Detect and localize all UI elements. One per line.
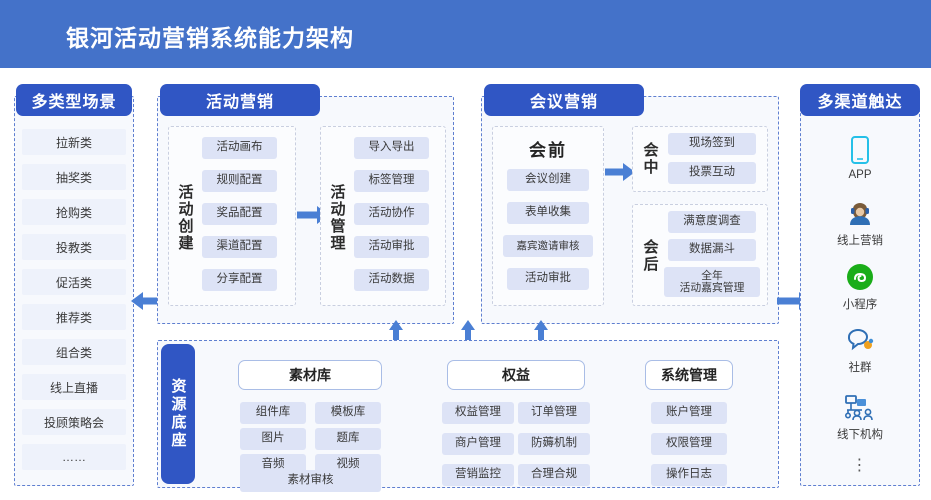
campaign-manage-label: 活动管理: [328, 184, 346, 252]
conference-during-item[interactable]: 现场签到: [668, 133, 756, 155]
channel-label: 小程序: [842, 299, 878, 311]
channel-label: 线下机构: [837, 429, 883, 441]
scenario-item[interactable]: 促活类: [22, 269, 126, 295]
channel-label: 线上营销: [837, 235, 883, 247]
arrow-up-to-conference: [533, 320, 549, 346]
mobile-phone-icon: [806, 135, 914, 165]
scenario-item[interactable]: 线上直播: [22, 374, 126, 400]
scenario-item[interactable]: 拉新类: [22, 129, 126, 155]
channel-item-mini-program[interactable]: 小程序: [806, 262, 914, 312]
page-title: 银河活动营销系统能力架构: [66, 25, 354, 51]
foundation-group-title-material[interactable]: 素材库: [238, 360, 382, 390]
channel-item-more[interactable]: ⋮: [806, 455, 914, 475]
channels-panel: [800, 96, 920, 486]
offline-network-icon: [806, 392, 914, 422]
conference-after-label: 会后: [641, 239, 659, 273]
foundation-item[interactable]: 防薅机制: [518, 433, 590, 455]
conference-before-item[interactable]: 会议创建: [507, 169, 589, 191]
campaign-create-item[interactable]: 奖品配置: [202, 203, 277, 225]
campaign-create-item[interactable]: 渠道配置: [202, 236, 277, 258]
campaign-create-label: 活动创建: [176, 184, 194, 252]
conference-before-label: 会前: [529, 141, 567, 160]
arrow-up-to-campaign: [388, 320, 404, 346]
foundation-group-title-rights[interactable]: 权益: [447, 360, 585, 390]
conference-before-item[interactable]: 表单收集: [507, 202, 589, 224]
conference-during-label: 会中: [641, 142, 659, 176]
foundation-item[interactable]: 合理合规: [518, 464, 590, 486]
channels-title: 多渠道触达: [800, 84, 920, 116]
channel-item-community[interactable]: 社群: [806, 325, 914, 375]
channel-item-app[interactable]: APP: [806, 135, 914, 181]
scenario-item[interactable]: 投顾策略会: [22, 409, 126, 435]
arrow-before-to-during: [605, 162, 635, 182]
page-header: 银河活动营销系统能力架构: [0, 0, 931, 68]
arrow-left-to-scenarios: [131, 290, 165, 312]
channel-label: 社群: [848, 362, 872, 374]
foundation-item[interactable]: 权限管理: [651, 433, 727, 455]
foundation-item[interactable]: 图片: [240, 428, 306, 450]
foundation-item[interactable]: 模板库: [315, 402, 381, 424]
foundation-label: 资源底座: [161, 344, 195, 484]
channel-item-offline-org[interactable]: 线下机构: [806, 392, 914, 442]
foundation-item[interactable]: 权益管理: [442, 402, 514, 424]
scenario-item[interactable]: 抽奖类: [22, 164, 126, 190]
campaign-manage-item[interactable]: 标签管理: [354, 170, 429, 192]
campaign-manage-item[interactable]: 活动审批: [354, 236, 429, 258]
scenario-item[interactable]: 组合类: [22, 339, 126, 365]
foundation-item[interactable]: 素材审核: [240, 470, 381, 492]
channel-label: APP: [848, 169, 872, 181]
foundation-item[interactable]: 题库: [315, 428, 381, 450]
agent-person-icon: [806, 198, 914, 228]
conference-after-item[interactable]: 全年 活动嘉宾管理: [664, 267, 760, 297]
conference-title: 会议营销: [484, 84, 644, 116]
foundation-item[interactable]: 账户管理: [651, 402, 727, 424]
conference-before-item[interactable]: 活动审批: [507, 268, 589, 290]
scenario-item[interactable]: 推荐类: [22, 304, 126, 330]
foundation-item[interactable]: 商户管理: [442, 433, 514, 455]
foundation-group-title-system[interactable]: 系统管理: [645, 360, 733, 390]
mini-program-icon: [806, 262, 914, 292]
conference-during-item[interactable]: 投票互动: [668, 162, 756, 184]
campaign-create-item[interactable]: 规则配置: [202, 170, 277, 192]
scenario-item: ……: [22, 444, 126, 470]
foundation-item[interactable]: 营销监控: [442, 464, 514, 486]
campaign-create-item[interactable]: 活动画布: [202, 137, 277, 159]
scenario-item[interactable]: 抢购类: [22, 199, 126, 225]
campaign-manage-item[interactable]: 活动协作: [354, 203, 429, 225]
foundation-item[interactable]: 操作日志: [651, 464, 727, 486]
campaign-create-item[interactable]: 分享配置: [202, 269, 277, 291]
conference-after-item[interactable]: 满意度调查: [668, 211, 756, 233]
more-dots-icon: ⋮: [851, 457, 869, 474]
campaign-manage-item[interactable]: 导入导出: [354, 137, 429, 159]
scenarios-title: 多类型场景: [16, 84, 132, 116]
scenario-item[interactable]: 投教类: [22, 234, 126, 260]
foundation-item[interactable]: 订单管理: [518, 402, 590, 424]
foundation-item[interactable]: 组件库: [240, 402, 306, 424]
campaign-title: 活动营销: [160, 84, 320, 116]
campaign-manage-item[interactable]: 活动数据: [354, 269, 429, 291]
conference-before-item[interactable]: 嘉宾邀请审核: [503, 235, 593, 257]
channel-item-online-marketing[interactable]: 线上营销: [806, 198, 914, 248]
arrow-up-to-campaign-2: [460, 320, 476, 346]
conference-after-item[interactable]: 数据漏斗: [668, 239, 756, 261]
chat-bubble-icon: [806, 325, 914, 355]
